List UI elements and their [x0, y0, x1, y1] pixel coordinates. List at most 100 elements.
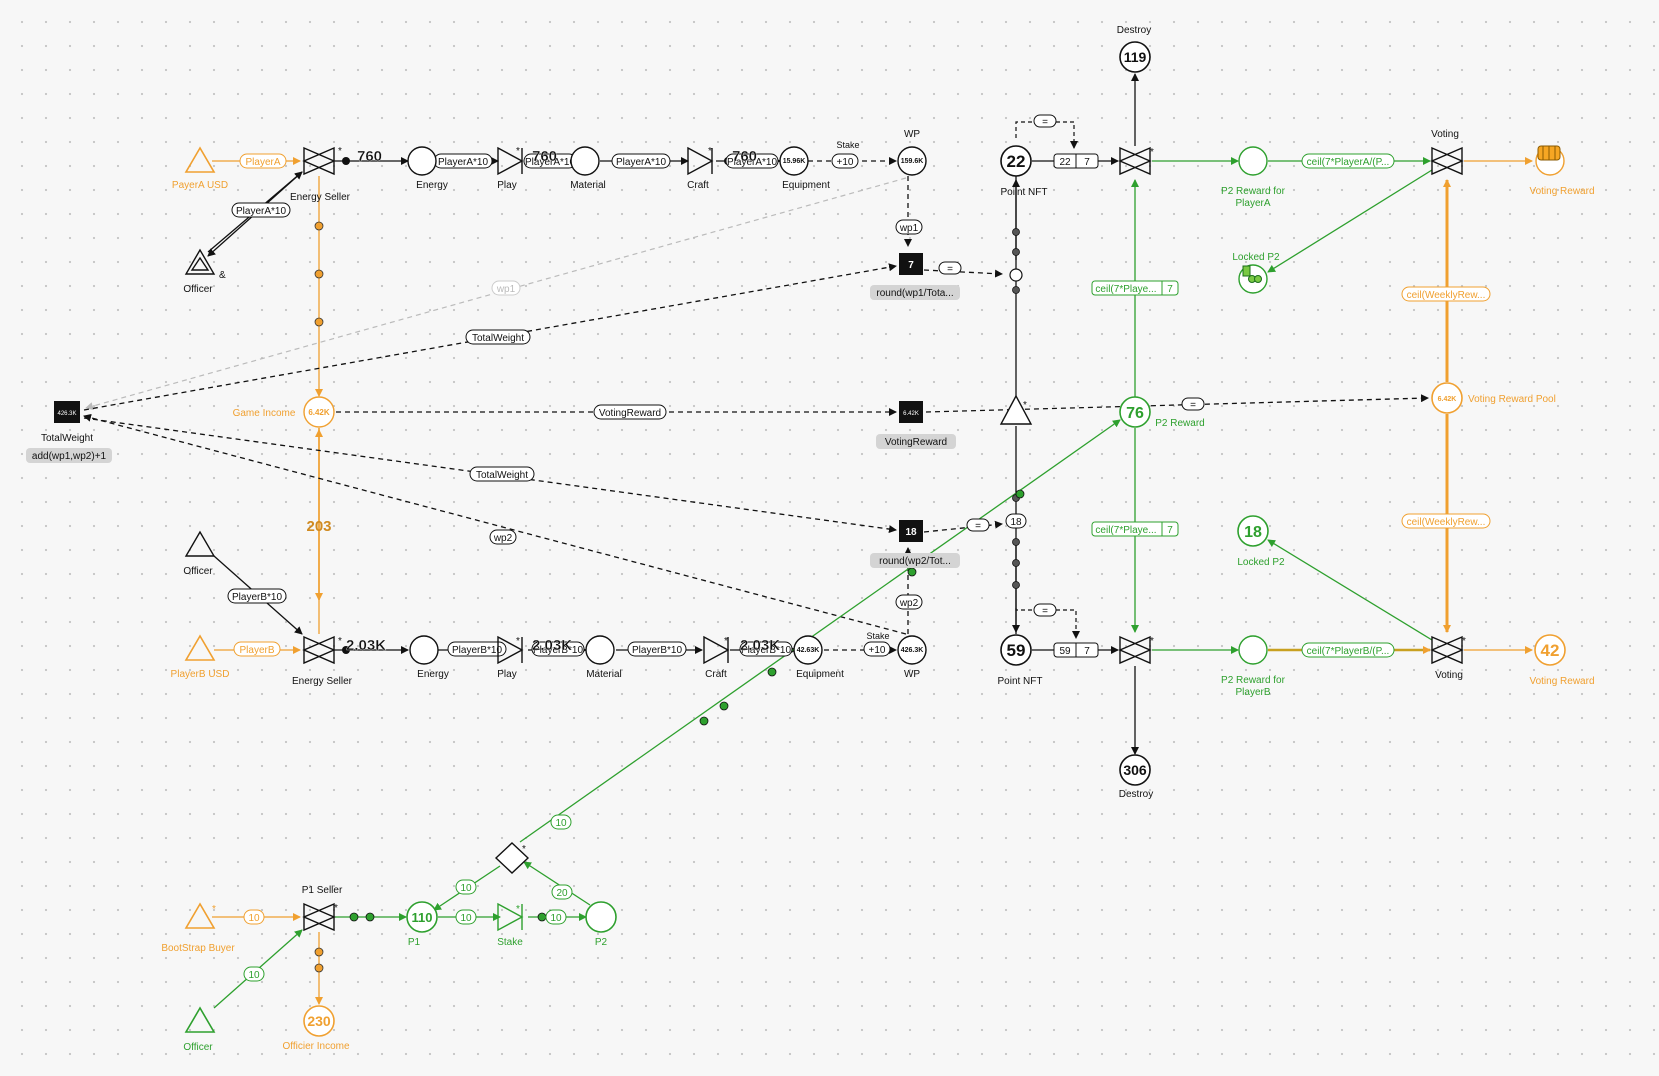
node-p2[interactable]: P2 [585, 901, 617, 948]
pill [1005, 513, 1027, 529]
node-energy-b[interactable]: Energy [409, 635, 449, 680]
node-voting-bottom[interactable]: * Voting [1430, 635, 1466, 681]
node-p2-reward[interactable]: 76 P2 Reward [1119, 396, 1205, 429]
node-equipment-b[interactable]: 42.63K Equipment [793, 635, 844, 680]
edge-voting-lockedp2-b[interactable] [1267, 539, 1433, 641]
edge-totalweight-reg7[interactable] [83, 263, 897, 411]
value-wp-a: 159.6K [901, 158, 924, 165]
node-voting-reward-pool[interactable]: 6.42K Voting Reward Pool [1431, 382, 1556, 414]
node-material-b[interactable]: Material [585, 635, 622, 680]
node-total-weight[interactable]: 426.3K TotalWeight add(wp1,wp2)+1 [26, 401, 112, 463]
node-diamond-converter[interactable]: * [494, 842, 530, 874]
node-officer-b[interactable]: Officer [183, 530, 216, 577]
flow-dot [1015, 489, 1025, 499]
node-register-voting-reward[interactable]: 6.42K VotingReward [876, 401, 956, 449]
pool-circle [1238, 146, 1268, 176]
edge-label-eq-pool: = [1190, 400, 1196, 411]
node-p2-reward-b[interactable]: P2 Reward for PlayerB [1221, 635, 1286, 698]
node-gate-triangle[interactable]: * [999, 394, 1033, 425]
pill [611, 153, 671, 169]
node-playerA-usd[interactable]: PayerA USD [172, 146, 228, 191]
label-officer-a: Officer [183, 284, 213, 295]
pool-circle [407, 146, 437, 176]
node-voting-reward-b[interactable]: 42 Voting Reward [1529, 634, 1595, 687]
officer-ampersand: & [219, 270, 226, 281]
star-icon: * [516, 636, 520, 647]
pill [243, 909, 265, 925]
pool-circle [1238, 635, 1268, 665]
edge-p2-converter[interactable] [523, 861, 591, 906]
node-voting-top[interactable]: Voting [1430, 129, 1464, 176]
node-register-18[interactable]: 18 round(wp2/Tot... [870, 520, 960, 568]
pill [863, 641, 891, 657]
node-play-a[interactable]: * Play [497, 146, 524, 191]
node-p1[interactable]: 110 P1 [406, 901, 438, 948]
node-register-7[interactable]: 7 round(wp1/Tota... [870, 253, 960, 300]
node-officer-green[interactable]: Officer [183, 1006, 216, 1053]
node-nft-converter-top[interactable]: * [1118, 146, 1154, 176]
node-game-income[interactable]: 6.42K Game Income [233, 396, 335, 428]
node-locked-p2-top[interactable]: Locked P2 [1232, 252, 1280, 294]
star-icon: * [516, 904, 520, 915]
flow-dot [342, 646, 350, 654]
edge-label-ceil-a: ceil(7*PlayerA/(P... [1307, 157, 1390, 168]
node-bootstrap-buyer[interactable]: * BootStrap Buyer [161, 902, 235, 954]
pool-circle [1119, 396, 1151, 428]
edge-label-totalweight-bottom: TotalWeight [476, 470, 528, 481]
edge-label-eq-reg18: = [975, 521, 981, 532]
pool-circle [1000, 634, 1032, 666]
label-wp-a: WP [904, 129, 920, 140]
label-stake-b: Stake [866, 631, 889, 641]
node-stake-gate[interactable]: * Stake [497, 902, 524, 948]
edge-converter-p2reward[interactable] [519, 419, 1121, 843]
pool-circle [303, 1005, 335, 1037]
node-energy-a[interactable]: Energy [407, 146, 448, 191]
node-craft-b[interactable]: * Craft [703, 635, 730, 680]
node-officer-a[interactable]: & Officer [183, 248, 226, 295]
label-point-nft-bottom: Point NFT [997, 676, 1042, 687]
pill [1033, 114, 1057, 128]
edge-voting-lockedp2-a[interactable] [1267, 169, 1433, 273]
flow-value-760-a: 760 [357, 148, 382, 165]
node-wp-b[interactable]: 426.3K WP [897, 635, 927, 680]
edge-label-votingreward: VotingReward [599, 408, 661, 419]
edge-label-18-gate: 18 [1010, 517, 1022, 528]
flow-value-760-c: 760 [732, 148, 757, 165]
pill [895, 594, 923, 610]
pill [966, 518, 990, 532]
node-p1-seller[interactable]: * P1 Seller [302, 885, 343, 932]
node-equipment-a[interactable]: 15.96K Equipment [779, 146, 830, 191]
node-destroy-top[interactable]: 119 Destroy [1117, 25, 1151, 73]
node-destroy-bottom[interactable]: 306 Destroy [1119, 754, 1153, 800]
node-playerB-usd[interactable]: PlayerB USD [171, 634, 230, 680]
node-locked-p2-bottom[interactable]: 18 Locked P2 [1237, 515, 1285, 568]
node-officer-income[interactable]: 230 Officier Income [282, 1005, 350, 1052]
flow-dot [767, 667, 777, 677]
node-craft-a[interactable]: * Craft [687, 146, 714, 191]
node-play-b[interactable]: * Play [497, 635, 524, 680]
edge-votingreward-pool[interactable] [925, 394, 1429, 413]
node-p2-reward-a[interactable]: P2 Reward for PlayerA [1221, 146, 1286, 209]
node-nft-converter-bottom[interactable]: * [1118, 635, 1154, 665]
node-voting-reward-a[interactable]: Voting Reward [1529, 145, 1595, 197]
converter-icon [302, 635, 336, 665]
pool-circle [897, 146, 927, 176]
node-wp-a[interactable]: 159.6K WP [897, 129, 927, 176]
pill [1301, 642, 1395, 658]
pool-circle [585, 901, 617, 933]
label-p1-seller: P1 Seller [302, 885, 343, 896]
edge-label-weekly-bottom: ceil(WeeklyRew... [1407, 517, 1486, 528]
node-point-nft-bottom[interactable]: 59 Point NFT [997, 634, 1043, 687]
value-register-18: 18 [905, 527, 917, 538]
edge-reg7-gate[interactable] [923, 269, 1003, 278]
node-energy-seller-a[interactable]: * Energy Seller [290, 146, 351, 203]
edge-wp2-totalweight[interactable] [83, 413, 907, 635]
label-equipment-b: Equipment [796, 669, 844, 680]
flow-dot [1012, 228, 1020, 236]
star-icon: * [724, 636, 728, 647]
pool-circle [1237, 515, 1269, 547]
node-energy-seller-b[interactable]: * Energy Seller [292, 635, 353, 687]
node-point-nft-top[interactable]: 22 Poi nt NFT [1000, 145, 1048, 198]
converter-icon [302, 146, 336, 176]
node-material-a[interactable]: Material [570, 146, 606, 191]
